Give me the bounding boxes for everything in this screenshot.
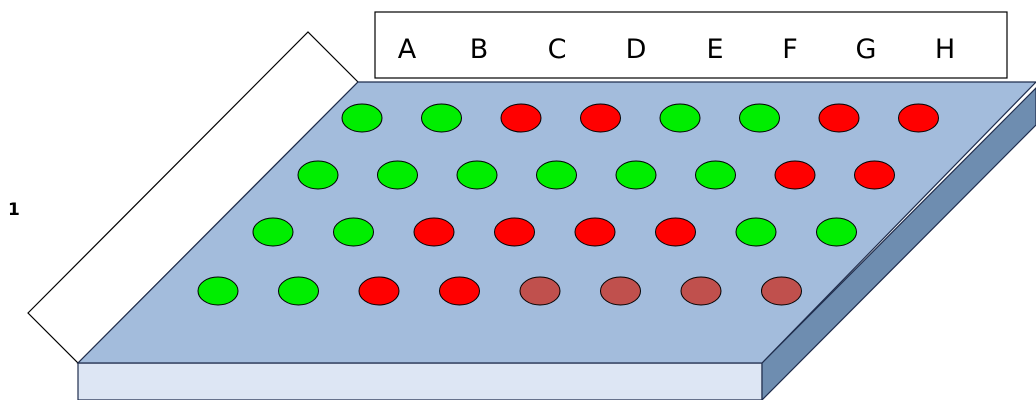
column-label-f: F	[782, 34, 798, 65]
plate-right-face	[761, 87, 1036, 400]
well-r1-e	[659, 103, 701, 133]
well-r3-a	[252, 217, 294, 247]
plate-front-face	[77, 362, 763, 400]
well-r4-a	[197, 276, 239, 306]
well-r2-a	[297, 160, 339, 190]
wells-group	[197, 103, 939, 306]
well-r1-f	[739, 103, 780, 133]
column-label-d: D	[626, 34, 647, 65]
well-r2-d	[536, 160, 577, 190]
well-r3-g	[735, 217, 777, 247]
well-r2-g	[774, 160, 816, 190]
well-r2-c	[456, 160, 498, 190]
row-label: 1	[8, 200, 20, 220]
well-r1-d	[580, 103, 621, 133]
well-r3-f	[655, 217, 696, 247]
column-labels: A B C D E F G H	[398, 34, 955, 65]
column-label-h: H	[935, 34, 955, 65]
column-label-a: A	[398, 34, 417, 65]
well-r2-h	[854, 160, 895, 190]
well-r4-c	[358, 276, 400, 306]
well-r2-b	[377, 160, 418, 190]
well-r3-b	[333, 217, 374, 247]
well-r3-e	[574, 217, 616, 247]
well-r1-a	[341, 103, 383, 133]
well-r4-d	[439, 276, 480, 306]
well-r4-e	[519, 276, 561, 306]
well-r3-c	[413, 217, 455, 247]
well-r1-h	[898, 103, 939, 133]
well-r1-g	[818, 103, 860, 133]
well-r4-f	[600, 276, 641, 306]
well-r2-e	[615, 160, 657, 190]
well-r1-b	[421, 103, 462, 133]
well-r3-h	[816, 217, 857, 247]
column-label-b: B	[470, 34, 489, 65]
column-label-g: G	[856, 34, 877, 65]
well-r4-b	[278, 276, 319, 306]
column-label-e: E	[706, 34, 723, 65]
well-r1-c	[500, 103, 542, 133]
well-r3-d	[494, 217, 535, 247]
well-r2-f	[695, 160, 736, 190]
column-header-box	[374, 11, 1008, 79]
column-label-c: C	[548, 34, 567, 65]
well-r4-h	[761, 276, 802, 306]
well-r4-g	[680, 276, 722, 306]
